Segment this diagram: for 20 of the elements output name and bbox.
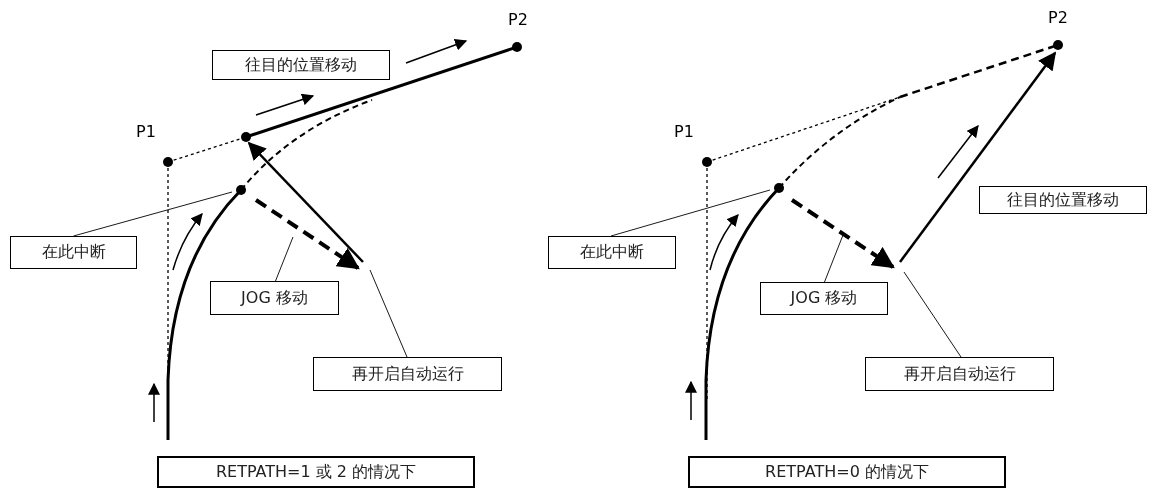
leader-line bbox=[824, 234, 844, 283]
caption-box: RETPATH=1 或 2 的情况下 bbox=[157, 456, 475, 488]
callout-box: 往目的位置移动 bbox=[979, 186, 1147, 214]
callout-box: JOG 移动 bbox=[760, 282, 888, 315]
point-label: P1 bbox=[674, 122, 694, 141]
callout-box: 在此中断 bbox=[548, 236, 676, 269]
point-label: P2 bbox=[1048, 8, 1068, 27]
callout-box: 在此中断 bbox=[10, 236, 137, 269]
leader-line bbox=[275, 236, 294, 282]
leader-line bbox=[610, 189, 771, 237]
callout-box: 再开启自动运行 bbox=[313, 357, 502, 391]
caption-box: RETPATH=0 的情况下 bbox=[688, 456, 1006, 488]
leader-line bbox=[903, 271, 962, 358]
callout-box: JOG 移动 bbox=[210, 281, 339, 315]
point-label: P2 bbox=[508, 10, 528, 29]
callout-box: 往目的位置移动 bbox=[212, 50, 390, 80]
leader-line bbox=[369, 269, 408, 358]
callout-box: 再开启自动运行 bbox=[865, 357, 1054, 391]
point-label: P1 bbox=[136, 122, 156, 141]
leader-line bbox=[73, 191, 233, 237]
